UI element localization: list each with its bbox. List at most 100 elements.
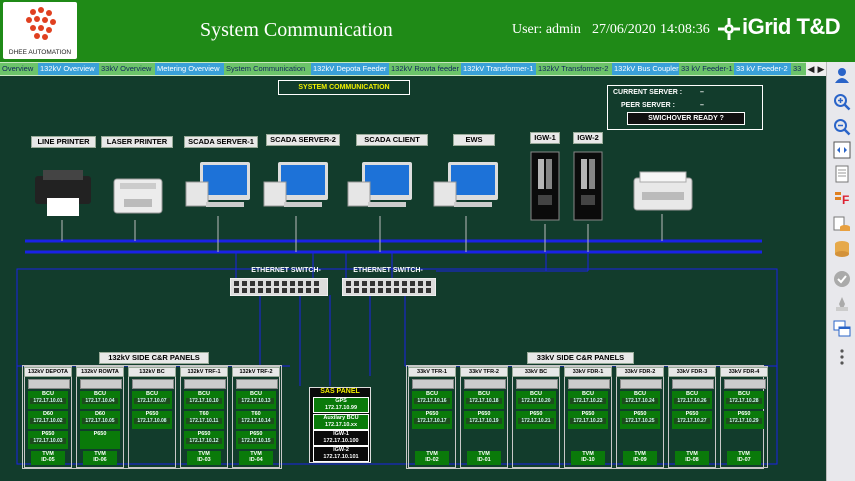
zoom-out-icon[interactable] <box>833 118 851 136</box>
logo-text: DHEE AUTOMATION <box>8 49 72 56</box>
header-bar: DHEE AUTOMATION System Communication Use… <box>0 0 855 62</box>
tab-prev-button[interactable]: ◀ <box>806 62 816 76</box>
tab-132kv-bus-coupler[interactable]: 132kV Bus Coupler <box>612 63 679 75</box>
relay-device-icon <box>568 379 610 389</box>
bcu-label: BCU <box>582 391 594 397</box>
tab-132kv-overview[interactable]: 132kV Overview <box>38 63 99 75</box>
relay-label: P650 <box>425 411 439 417</box>
company-logo: DHEE AUTOMATION <box>3 2 77 59</box>
tab-132kv-transformer-1[interactable]: 132kV Transformer-1 <box>461 63 536 75</box>
tab-overview[interactable]: Overview <box>0 63 38 75</box>
scada-server-1-icon[interactable] <box>184 160 252 210</box>
tab-132kv-depota-feeder[interactable]: 132kV Depota Feeder <box>311 63 389 75</box>
tab-132kv-transformer-2[interactable]: 132kV Transformer-2 <box>536 63 612 75</box>
check-icon[interactable] <box>833 270 851 288</box>
zoom-in-icon[interactable] <box>833 93 851 111</box>
tab-33kv-overview[interactable]: 33kV Overview <box>99 63 155 75</box>
33kv-side-header: 33kV SIDE C&R PANELS <box>527 352 634 364</box>
fit-screen-icon[interactable] <box>833 141 851 159</box>
tab-33kv-more[interactable]: 33 <box>791 63 806 75</box>
windows-icon[interactable] <box>833 320 851 338</box>
ethernet-switch-1-icon[interactable] <box>230 278 328 296</box>
document-icon[interactable] <box>833 165 851 183</box>
clear-icon[interactable] <box>833 295 851 313</box>
dot-matrix-printer-icon[interactable] <box>632 170 694 216</box>
switchover-ready-button[interactable]: SWICHOVER READY ? <box>627 112 745 125</box>
sas-igw-2-label: IGW-2 <box>333 447 349 453</box>
132kv-panel-group <box>22 365 282 469</box>
igw-1-icon[interactable] <box>530 151 560 221</box>
format-icon[interactable]: F <box>833 189 851 207</box>
ews-icon[interactable] <box>432 160 500 210</box>
tab-metering-overview[interactable]: Metering Overview <box>155 63 224 75</box>
tab-33kv-feeder-1[interactable]: 33 kV Feeder-1 <box>679 63 734 75</box>
igw-2-icon[interactable] <box>573 151 603 221</box>
panel-title: 132kV TRF-1 <box>180 367 228 377</box>
more-vertical-icon[interactable] <box>833 348 851 366</box>
database-icon[interactable] <box>833 240 851 258</box>
panel-title: 132kV DEPOTA <box>24 367 72 377</box>
line-printer-icon[interactable] <box>33 170 93 218</box>
tab-next-button[interactable]: ▶ <box>816 62 826 76</box>
tab-132kv-rowta-feeder[interactable]: 132kV Rowta feeder <box>389 63 461 75</box>
scada-client-icon[interactable] <box>346 160 414 210</box>
relay-device-icon <box>412 379 454 389</box>
bcu-label: BCU <box>42 391 54 397</box>
database-sync-icon[interactable] <box>833 215 851 233</box>
protection-relay-device[interactable]: P650 <box>80 431 120 449</box>
scada-server-2-icon[interactable] <box>262 160 330 210</box>
tab-system-communication[interactable]: System Communication <box>224 63 311 75</box>
panel-title: 132kV ROWTA <box>76 367 124 377</box>
tab-33kv-feeder-2[interactable]: 33 kV Feeder-2 <box>734 63 791 75</box>
user-icon[interactable] <box>833 66 851 84</box>
ethernet-switch-2-icon[interactable] <box>342 278 436 296</box>
laser-printer-icon[interactable] <box>112 175 164 217</box>
ews-label: EWS <box>453 134 495 146</box>
bcu-ip: 172.17.10.28 <box>726 398 762 404</box>
